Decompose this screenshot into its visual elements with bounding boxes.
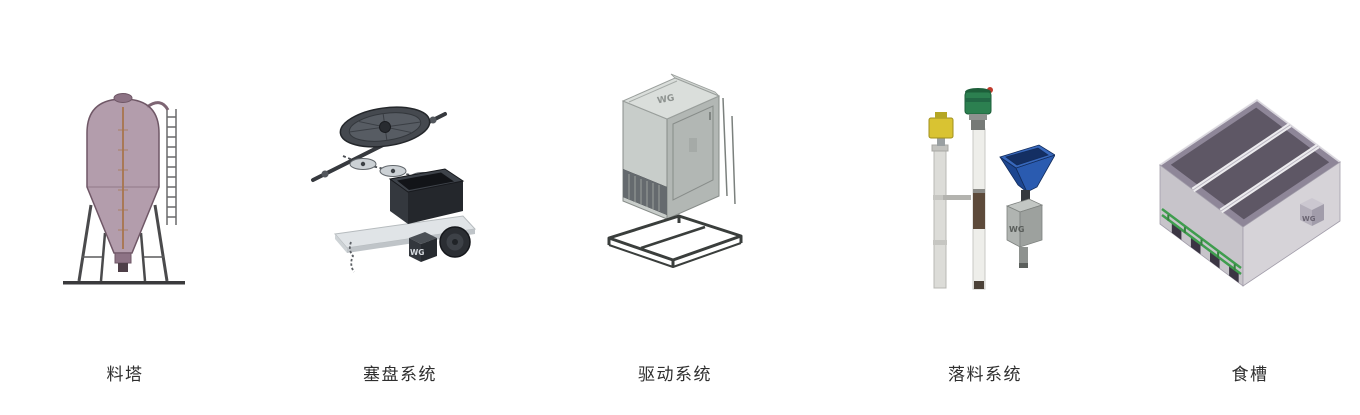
wg-drop-box: WG xyxy=(1005,198,1044,268)
divider-rails xyxy=(1191,122,1320,214)
product-label: 料塔 xyxy=(106,365,144,385)
feed-drop-icon: WG xyxy=(928,87,1056,290)
silo-fill-pipe xyxy=(146,101,170,111)
drop-tube xyxy=(972,128,986,290)
wg-logo-text: WG xyxy=(1302,215,1316,223)
product-label: 食槽 xyxy=(1231,365,1269,385)
product-label: 驱动系统 xyxy=(638,365,712,385)
product-plug-disc-system[interactable]: WG 塞盘系统 xyxy=(300,0,500,415)
drive-system-illustration: WG xyxy=(605,68,745,287)
wg-logo-text: WG xyxy=(1009,225,1024,234)
feed-trough-illustration: WG xyxy=(1152,90,1347,294)
silo-cap xyxy=(113,93,133,103)
silo-auger xyxy=(118,107,128,249)
feed-trough-icon: WG xyxy=(1159,99,1341,287)
guide-rods xyxy=(722,97,736,205)
plug-disc-illustration: WG xyxy=(305,100,495,299)
trough-end-wall xyxy=(1242,161,1341,287)
level-sensor-tube xyxy=(931,144,949,289)
silo-legs xyxy=(77,204,169,282)
product-drive-system[interactable]: WG 驱动系统 xyxy=(575,0,775,415)
feed-line-green xyxy=(1161,207,1242,276)
cabinet-door xyxy=(672,105,714,201)
product-feed-silo[interactable]: 料塔 xyxy=(30,0,220,415)
feed-silo-icon xyxy=(63,93,185,285)
product-feed-trough[interactable]: WG 食槽 xyxy=(1150,0,1350,415)
drive-system-icon: WG xyxy=(607,73,743,268)
product-label: 塞盘系统 xyxy=(363,365,437,385)
feed-silo-illustration xyxy=(55,85,195,299)
drive-motor xyxy=(439,226,471,258)
feeding-slots xyxy=(1171,222,1239,283)
wg-logo-cube: WG xyxy=(1300,198,1324,226)
plug-disc-icon: WG xyxy=(311,106,477,273)
hanging-chain xyxy=(348,241,355,273)
product-label: 落料系统 xyxy=(948,365,1022,385)
drop-motor xyxy=(964,87,993,130)
base-frame xyxy=(607,214,743,268)
feed-drop-illustration: WG xyxy=(915,85,1056,299)
silo-ladder xyxy=(166,109,177,225)
plug-disc xyxy=(339,106,431,148)
tube-bracket xyxy=(943,195,971,200)
drop-box xyxy=(388,168,465,224)
vent-grill xyxy=(623,169,667,215)
wg-logo-text: WG xyxy=(656,93,675,106)
silo-base xyxy=(63,281,185,285)
wg-logo-text: WG xyxy=(410,248,424,257)
wg-logo-cube: WG xyxy=(409,232,437,262)
blue-hopper xyxy=(999,144,1056,203)
silo-outlet xyxy=(114,252,132,272)
level-sensor xyxy=(928,112,954,146)
door-emblem xyxy=(689,138,697,152)
trough-top xyxy=(1159,99,1341,228)
product-feed-drop-system[interactable]: WG 落料系统 xyxy=(885,0,1085,415)
